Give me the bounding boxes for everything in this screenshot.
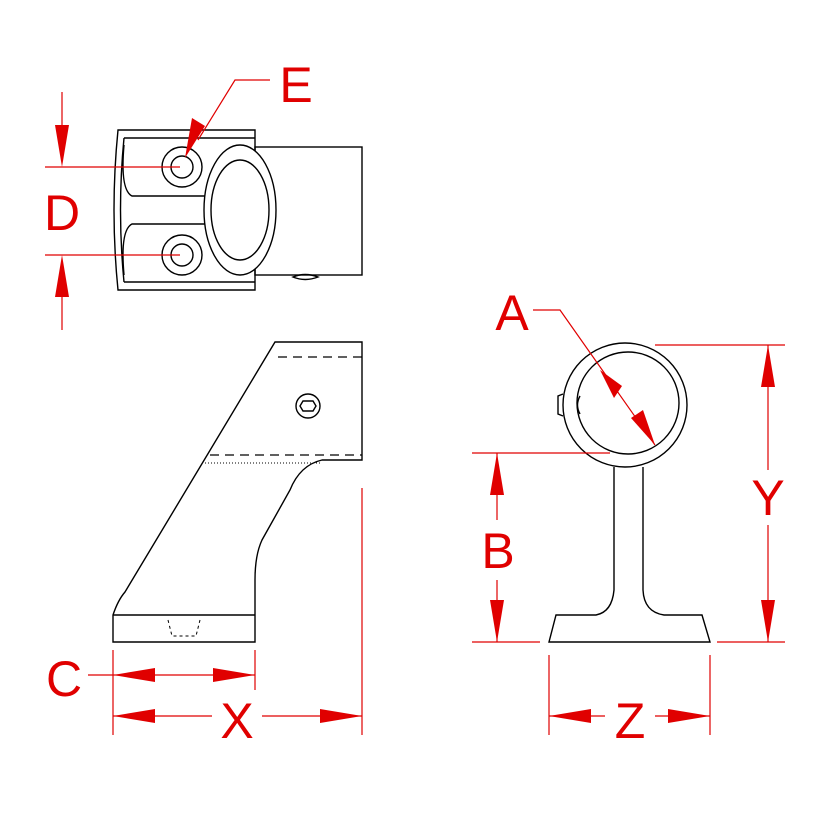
dimension-e: E xyxy=(185,57,313,158)
dimension-z: Z xyxy=(548,655,711,749)
tube-opening-inner xyxy=(210,159,270,261)
arrow-head xyxy=(600,370,622,398)
label-e: E xyxy=(279,57,312,113)
label-d: D xyxy=(44,185,80,241)
hex-socket-icon xyxy=(299,400,317,412)
arrow-head xyxy=(549,709,591,723)
label-y: Y xyxy=(751,470,784,526)
ring-inner xyxy=(576,351,680,455)
dimension-c: C xyxy=(46,650,256,735)
tube-opening-outer xyxy=(203,144,277,276)
dimension-x: X xyxy=(113,488,363,749)
side-view xyxy=(112,341,363,643)
arrow-head xyxy=(761,345,775,387)
dimension-y: Y xyxy=(655,344,785,643)
ring-outer xyxy=(562,342,688,468)
label-b: B xyxy=(481,523,514,579)
top-body-recess xyxy=(122,144,205,276)
top-body-outline xyxy=(113,129,256,291)
set-screw xyxy=(557,393,581,417)
arrow-head xyxy=(761,600,775,642)
arrow-head xyxy=(213,668,255,682)
arrow-head xyxy=(490,600,504,642)
dimension-d: D xyxy=(44,92,180,330)
dimension-b: B xyxy=(472,452,610,643)
arrow-head xyxy=(668,709,710,723)
top-view xyxy=(113,129,363,291)
arrow-head xyxy=(113,709,155,723)
side-body-outline xyxy=(112,341,363,643)
dimension-a: A xyxy=(495,285,656,446)
arrow-head xyxy=(55,255,69,297)
arrow-head xyxy=(490,453,504,495)
label-a: A xyxy=(495,285,529,341)
label-c: C xyxy=(46,651,82,707)
arrow-head xyxy=(113,668,155,682)
label-x: X xyxy=(220,693,253,749)
arrow-head xyxy=(631,410,655,445)
stem-and-base xyxy=(548,467,711,643)
arrow-head xyxy=(185,118,205,158)
arrow-head xyxy=(55,125,69,167)
set-screw xyxy=(291,273,320,281)
front-view xyxy=(548,342,711,643)
arrow-head xyxy=(320,709,362,723)
label-z: Z xyxy=(615,693,646,749)
set-screw-head xyxy=(295,393,321,419)
